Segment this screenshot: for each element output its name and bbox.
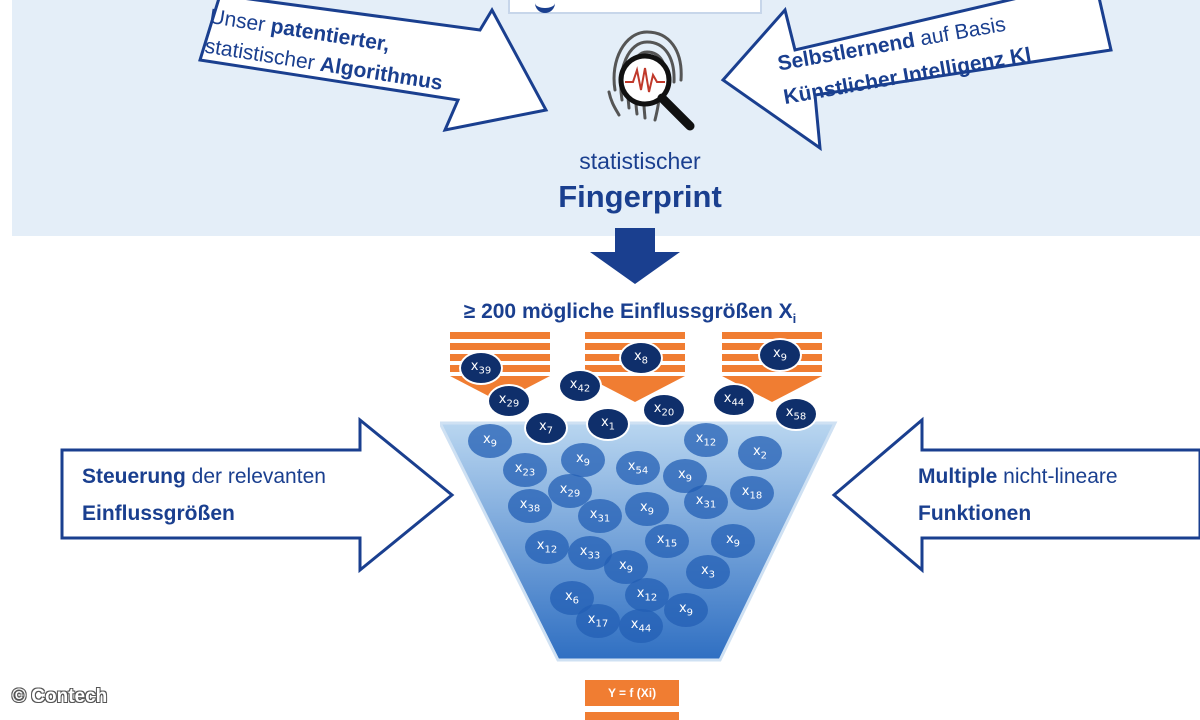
variable-label: x12: [695, 431, 717, 449]
variable-label: x9: [639, 500, 655, 518]
copyright-label: © Contech: [12, 686, 108, 707]
variable-label: x38: [519, 497, 541, 515]
variable-label: x23: [514, 461, 536, 479]
variable-label: x3: [700, 563, 716, 581]
variable-label: x18: [741, 484, 763, 502]
funnel-variable-5: x12: [684, 423, 728, 457]
falling-variable-0: x39: [459, 351, 503, 385]
variable-label: x8: [633, 349, 649, 367]
variable-label: x9: [772, 346, 788, 364]
funnel-variable-3: x54: [616, 451, 660, 485]
variable-label: x9: [677, 467, 693, 485]
variable-label: x33: [579, 544, 601, 562]
variable-label: x29: [559, 482, 581, 500]
funnel-variable-13: x12: [525, 530, 569, 564]
funnel-variable-15: x15: [645, 524, 689, 558]
variable-label: x20: [653, 401, 675, 419]
variable-label: x12: [536, 538, 558, 556]
right-arrow: [831, 416, 1200, 574]
influence-header: ≥ 200 mögliche Einflussgrößen Xi: [463, 300, 797, 327]
variable-label: x6: [564, 589, 580, 607]
falling-variable-3: x42: [558, 369, 602, 403]
variable-label: x42: [569, 377, 591, 395]
variable-label: x9: [725, 532, 741, 550]
right-arrow-text: Multiple nicht-lineare Funktionen: [918, 465, 1118, 525]
falling-variable-7: x44: [712, 383, 756, 417]
formula-box: Y = f (Xi): [585, 680, 679, 706]
funnel-variable-2: x9: [561, 443, 605, 477]
funnel-variable-7: x38: [508, 489, 552, 523]
variable-label: x44: [723, 391, 745, 409]
variable-label: x29: [498, 392, 520, 410]
variable-label: x17: [587, 612, 609, 630]
variable-label: x31: [589, 507, 611, 525]
funnel-variable-1: x23: [503, 453, 547, 487]
variable-label: x54: [627, 459, 649, 477]
formula-box-lower: [585, 712, 679, 720]
variable-label: x15: [656, 532, 678, 550]
falling-variable-8: x9: [758, 338, 802, 372]
variable-label: x9: [575, 451, 591, 469]
top-left-arrow: [198, 0, 549, 133]
variable-label: x2: [752, 444, 768, 462]
variable-label: x7: [538, 419, 554, 437]
variable-label: x39: [470, 359, 492, 377]
variable-label: x1: [600, 415, 616, 433]
falling-variable-6: x20: [642, 393, 686, 427]
left-arrow-text: Steuerung der relevanten Einflussgrößen: [82, 465, 326, 525]
variable-label: x58: [785, 405, 807, 423]
logo-box-remnant: [508, 0, 762, 14]
funnel-variable-10: x9: [625, 492, 669, 526]
funnel-variable-18: x3: [686, 555, 730, 589]
funnel-variable-16: x9: [711, 524, 755, 558]
funnel-variable-23: x9: [664, 593, 708, 627]
funnel-variable-9: x31: [578, 499, 622, 533]
fingerprint-magnifier-icon: [607, 30, 695, 131]
funnel-variable-21: x17: [576, 604, 620, 638]
funnel-variable-12: x18: [730, 476, 774, 510]
funnel-variable-20: x12: [625, 578, 669, 612]
funnel-variable-11: x31: [684, 485, 728, 519]
falling-variable-1: x29: [487, 384, 531, 418]
falling-variable-2: x7: [524, 411, 568, 445]
variable-label: x9: [678, 601, 694, 619]
top-right-arrow: [720, 0, 1113, 152]
fingerprint-label: statistischer Fingerprint: [558, 148, 722, 214]
falling-variable-5: x8: [619, 341, 663, 375]
falling-variable-4: x1: [586, 407, 630, 441]
variable-label: x31: [695, 493, 717, 511]
variable-label: x44: [630, 617, 652, 635]
variable-label: x9: [618, 558, 634, 576]
funnel-variable-6: x2: [738, 436, 782, 470]
falling-variable-9: x58: [774, 397, 818, 431]
left-arrow: [60, 416, 455, 574]
funnel-variable-22: x44: [619, 609, 663, 643]
variable-label: x9: [482, 432, 498, 450]
down-arrow-icon: [590, 228, 680, 284]
funnel-variable-0: x9: [468, 424, 512, 458]
variable-label: x12: [636, 586, 658, 604]
